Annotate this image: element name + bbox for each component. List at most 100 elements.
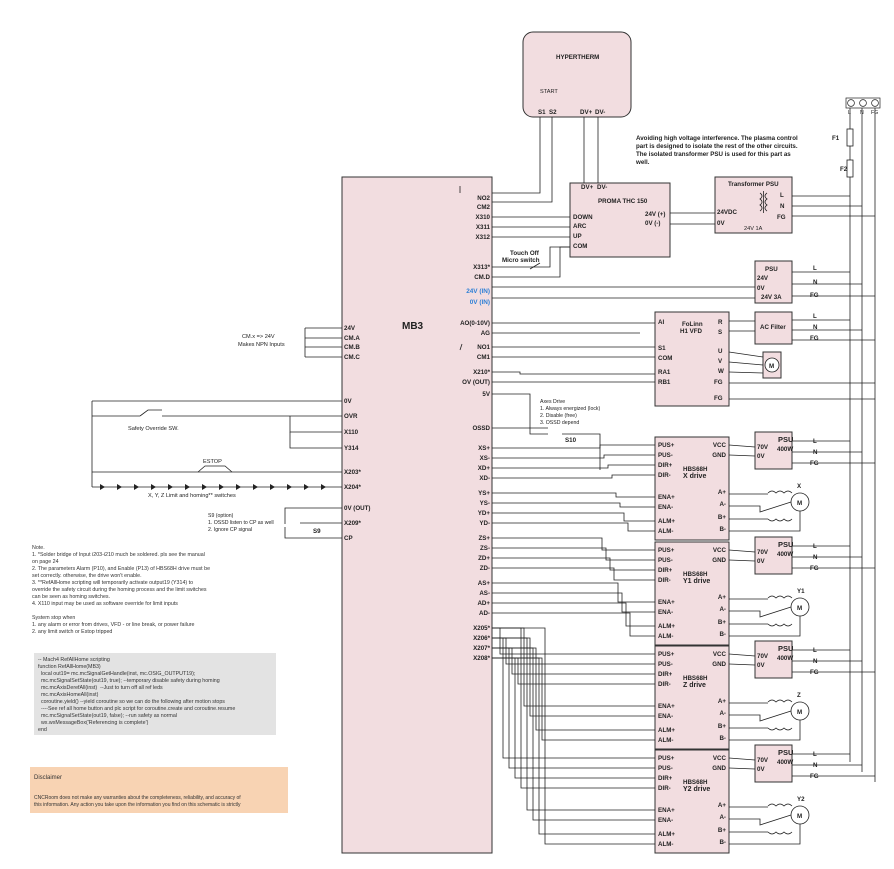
mb3-right-pin: AG (481, 330, 490, 337)
drive-pin: ENA- (658, 609, 673, 616)
stepper-motor-label: Y1 (797, 588, 805, 595)
drive-pin: B- (719, 839, 726, 846)
mb3-left-pin: 24V (344, 325, 356, 332)
mb3-left-pin: 0V (344, 398, 352, 405)
vfd-fg: FG (714, 379, 723, 386)
drive-pin: ENA+ (658, 807, 675, 814)
drive-pin: B+ (718, 514, 726, 521)
mb3-right-pin: 0V (IN) (470, 299, 490, 306)
proma-24v: 24V (+) (645, 211, 665, 218)
mains-l: L (848, 110, 851, 116)
mb3-right-pin: X313* (473, 264, 490, 271)
spindle-motor-m: M (769, 363, 774, 370)
drive-pin: B- (719, 526, 726, 533)
drive-pin: A+ (718, 594, 726, 601)
hypertherm-title: HYPERTHERM (556, 54, 599, 61)
drive-psu-watt: 400W (777, 655, 793, 662)
psu-main-l: L (813, 265, 817, 272)
proma-dvp: DV+ (581, 184, 594, 191)
mb3-left-pin: OVR (344, 413, 358, 420)
drive-psu-0v: 0V (757, 662, 765, 669)
stepper-motor-m: M (797, 709, 802, 716)
drive-psu-out: L (813, 543, 817, 550)
drive-pin: PUS+ (658, 651, 675, 658)
mains-terminal-icon (845, 97, 881, 109)
mb3-right-pin: X310 (476, 214, 491, 221)
cmx-label: CM.x => 24V (242, 334, 275, 340)
axes-drive-line3: 2. Disable (free) (540, 413, 577, 419)
hypertherm-s2: S2 (549, 109, 557, 116)
drive-psu-70v: 70V (757, 757, 769, 764)
drive-pin: DIR- (658, 785, 671, 792)
drive-model: HBS68H (683, 779, 708, 786)
mb3-left-pin: X110 (344, 429, 359, 436)
drive-psu-title: PSU (778, 435, 793, 444)
vfd-ra1: RA1 (658, 369, 671, 376)
mb3-right-pin: ZS- (480, 545, 490, 552)
mb3-right-pin: XS- (480, 455, 490, 462)
drive-box (654, 749, 730, 854)
drive-pin: DIR- (658, 472, 671, 479)
drive-label: Z drive (683, 682, 706, 689)
drive-psu-out: L (813, 751, 817, 758)
proma-down: DOWN (573, 214, 593, 221)
drive-pin: ALM- (658, 737, 673, 744)
drive-psu-box (754, 431, 793, 470)
drive-pin: DIR+ (658, 567, 673, 574)
drive-pin: ALM- (658, 841, 673, 848)
hypertherm-box (522, 31, 632, 118)
acfilter-n: N (813, 324, 818, 331)
mb3-right-pin: ZD- (480, 565, 490, 572)
drive-wiring (492, 440, 875, 845)
drive-pin: A- (719, 501, 726, 508)
drive-psu-out: FG (810, 773, 819, 780)
proma-thc-box (569, 182, 671, 258)
touchoff-line2: Micro switch (502, 257, 540, 264)
npn-label: Makes NPN Inputs (238, 342, 285, 348)
limit-switch-chain (100, 484, 326, 490)
vfd-fg2: FG (714, 395, 723, 402)
drive-pin: PUS- (658, 452, 673, 459)
drive-pin: ENA+ (658, 494, 675, 501)
drive-pin: ALM- (658, 528, 673, 535)
s9-line1: S9 (option) (208, 513, 234, 519)
drive-pin: B+ (718, 827, 726, 834)
fuse-f1-icon (846, 128, 854, 147)
transformer-0v: 0V (717, 220, 725, 227)
mb3-right-pin: X210* (473, 369, 490, 376)
drive-box (654, 436, 730, 541)
drive-pin: PUS+ (658, 755, 675, 762)
s9-line3: 2. Ignore CP signal (208, 527, 252, 533)
disclaimer-text: CNCRoom does not make any warranties abo… (34, 795, 241, 808)
drive-pin: DIR+ (658, 775, 673, 782)
drive-model: HBS68H (683, 466, 708, 473)
mb3-right-pin: XD+ (478, 465, 491, 472)
fuse-f1-label: F1 (832, 135, 840, 142)
drive-pin: PUS- (658, 557, 673, 564)
mb3-left-pin: X204* (344, 484, 361, 491)
proma-title: PROMA THC 150 (598, 198, 648, 205)
vfd-r: R (718, 319, 723, 326)
acfilter-l: L (813, 313, 817, 320)
stepper-motor-m: M (797, 813, 802, 820)
interference-note-1: Avoiding high voltage interference. The … (636, 135, 798, 142)
psu-main-n: N (813, 279, 818, 286)
acfilter-title: AC Filter (760, 324, 786, 331)
psu-main-title: PSU (765, 266, 778, 273)
mb3-right-pin: CM.D (474, 274, 490, 281)
touchoff-line1: Touch Off (510, 250, 540, 257)
mb3-right-pin: AD+ (477, 600, 490, 607)
spindle-motor-icon (764, 357, 780, 373)
mb3-left-pin: 0V (OUT) (344, 505, 370, 512)
hypertherm-dvm: DV- (595, 109, 605, 116)
proma-dvm: DV- (597, 184, 607, 191)
interference-note-2: part is designed to isolate the rest of … (636, 143, 798, 150)
drive-pin: GND (712, 765, 726, 772)
mb3-right-pin: 24V (IN) (466, 288, 490, 295)
vfd-v: V (718, 358, 723, 365)
stepper-motor-m: M (797, 500, 802, 507)
mb3-right-pin: X208* (473, 655, 490, 662)
drive-pin: DIR+ (658, 671, 673, 678)
drive-model: HBS68H (683, 675, 708, 682)
drive-pin: PUS+ (658, 547, 675, 554)
